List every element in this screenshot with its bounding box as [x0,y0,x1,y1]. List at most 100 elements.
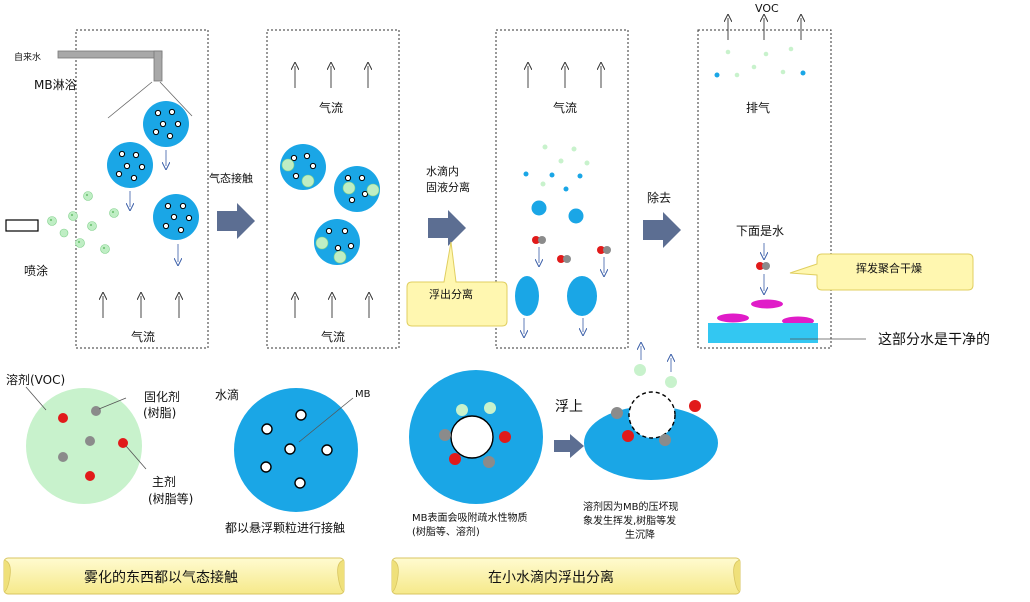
panel-3-frame [495,29,629,349]
solvent-label: 溶剂(VOC) [6,372,65,387]
adsorbed-main-icon [449,453,461,465]
collapsed-mb-icon [628,391,676,439]
collapse-curing-icon [611,407,623,419]
panel-1-frame [75,29,209,349]
main-pointer-icon [125,445,147,470]
mb-bubble-icon [260,409,333,489]
clean-water-layer-icon [708,323,818,343]
mb-droplet-icon [153,194,199,240]
collapse-main-icon [622,430,634,442]
clean-water-note: 这部分水是干净的 [878,331,990,348]
settling-droplet-icon [567,276,597,316]
droplet-separation-label-2: 固液分离 [426,180,470,194]
water-pipe-icon [57,50,163,59]
panel-2-frame [266,29,400,349]
airflow-label-2-bottom: 气流 [321,329,345,344]
resin-pair-icon [532,236,546,244]
mb-core-icon [450,415,494,459]
right-banner [391,557,741,595]
mb-shower-label: MB淋浴 [34,78,77,92]
resin-pair-icon [557,255,571,263]
exhaust-label: 排气 [746,100,770,115]
curing-agent-label-1: 固化剂 [144,389,180,404]
airflow-label-2-top: 气流 [319,100,343,115]
small-droplet-icon [531,200,547,216]
left-banner-label: 雾化的东西都以气态接触 [84,569,238,586]
solvent-evap-label-3: 生沉降 [625,528,655,541]
mb-droplet-icon [143,101,189,147]
spray-line-icon [107,81,153,119]
rising-solvent-icon [634,364,646,376]
panel-4-frame [697,29,832,349]
contact-droplet-icon [314,219,360,265]
main-agent-label-2: (树脂等) [148,491,193,506]
right-banner-label: 在小水滴内浮出分离 [488,569,614,586]
float-up-arrow-icon [554,434,584,458]
water-droplet-icon [234,388,358,512]
float-separation-callout [406,241,508,327]
process-arrow-icon [643,212,681,248]
tap-water-label: 自来水 [14,51,41,63]
main-agent-dot-icon [58,413,68,423]
resin-pair-icon [597,246,611,254]
airflow-label-1: 气流 [131,329,155,344]
collapse-droplet-icon [584,406,718,480]
spray-gun-icon [5,219,39,232]
volatilize-callout [789,253,974,291]
contact-droplet-icon [334,166,380,212]
curing-agent-dot-icon [58,452,68,462]
airflow-label-3: 气流 [553,100,577,115]
spray-line-icon [159,81,193,117]
solvent-pointer-icon [25,386,47,411]
spray-mist-dots-icon [50,194,114,249]
main-agent-dot-icon [118,438,128,448]
small-droplet-icon [568,208,584,224]
released-particles-icon [523,144,590,192]
remove-label: 除去 [647,190,671,205]
rising-solvent-icon [665,376,677,388]
solvent-droplet-icon [26,388,142,504]
main-agent-label-1: 主剂 [152,474,176,489]
curing-agent-label-2: (树脂) [143,405,176,420]
solvent-evap-label-2: 象发生挥发,树脂等发 [583,514,676,527]
mb-pointer-icon [298,397,354,443]
process-arrow-icon [428,210,466,246]
curing-pointer-icon [98,397,127,410]
exhaust-particles-icon [714,46,806,78]
adsorbed-curing-icon [483,456,495,468]
droplet-separation-label-1: 水滴内 [426,164,459,178]
mb-label: MB [355,389,371,400]
suspended-contact-label: 都以悬浮颗粒进行接触 [225,520,345,535]
float-separation-callout-label: 浮出分离 [429,287,473,301]
resin-pair-icon [756,262,770,270]
process-arrow-icon [217,203,255,239]
contact-droplet-icon [280,144,326,190]
main-agent-dot-icon [85,471,95,481]
spray-label: 喷涂 [24,263,48,278]
water-pipe-drop-icon [153,50,163,82]
droplet-label: 水滴 [215,387,239,402]
float-up-label: 浮上 [555,399,583,415]
collapse-curing-icon [659,434,671,446]
mb-droplet-icon [107,142,153,188]
dried-resin-icon [751,299,783,309]
voc-label: VOC [755,2,779,15]
volatilize-callout-label: 挥发聚合干燥 [856,261,922,275]
below-is-water-label: 下面是水 [736,224,784,238]
dried-resin-icon [717,313,749,323]
adsorbed-main-icon [499,431,511,443]
adsorbed-curing-icon [439,429,451,441]
mb-adsorb-label-1: MB表面会吸附疏水性物质 [412,511,528,524]
curing-agent-dot-icon [85,436,95,446]
spray-mist-icon [47,191,119,254]
adsorbed-solvent-icon [456,404,468,416]
adsorbed-solvent-icon [484,402,496,414]
settling-droplet-icon [515,276,539,316]
collapse-main-icon [689,400,701,412]
gas-contact-label: 气态接触 [209,171,253,185]
solvent-evap-label-1: 溶剂因为MB的压坏现 [583,500,679,513]
curing-agent-dot-icon [91,406,101,416]
mb-adsorb-label-2: (树脂等、溶剂) [412,525,480,538]
